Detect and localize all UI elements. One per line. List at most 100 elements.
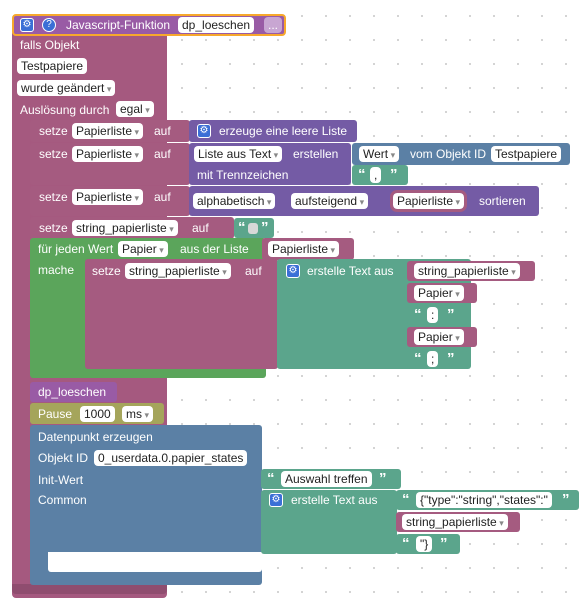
create-empty-list-label: erzeuge eine leere Liste — [219, 124, 348, 138]
loop-variable-dropdown[interactable]: Papier — [118, 241, 168, 257]
procedure-name: dp_loeschen — [38, 385, 107, 399]
set-label: setze — [92, 264, 121, 278]
create-datapoint-title: Datenpunkt erzeugen — [38, 430, 153, 444]
text-item-string-var[interactable]: string_papierliste — [407, 261, 535, 281]
common-text-item-close[interactable]: “ "} ” — [396, 534, 460, 554]
init-value-field[interactable]: Auswahl treffen — [281, 471, 372, 487]
text-item-colon[interactable]: “ : ” — [407, 305, 467, 325]
quote-close-icon: ” — [440, 535, 448, 552]
loop-list-dropdown[interactable]: Papierliste — [268, 241, 340, 257]
create-empty-list-block[interactable]: ⚙ erzeuge eine leere Liste — [189, 120, 357, 142]
create-datapoint-gap — [48, 552, 262, 572]
trigger-event-dropdown[interactable]: wurde geändert — [17, 80, 116, 96]
empty-text-field[interactable] — [248, 223, 258, 234]
set-label: setze — [39, 190, 68, 204]
quote-open-icon: “ — [402, 491, 410, 508]
sort-order-dropdown[interactable]: aufsteigend — [291, 193, 369, 209]
auf-label: auf — [154, 147, 171, 161]
set-variable-dropdown[interactable]: string_papierliste — [125, 263, 231, 279]
event-block-bottom — [12, 584, 167, 594]
variable-dropdown[interactable]: Papier — [414, 285, 464, 301]
pause-label: Pause — [38, 407, 73, 421]
auf-label: auf — [245, 264, 262, 278]
set-block-1[interactable]: setze Papierliste auf — [30, 120, 190, 142]
set-label: setze — [39, 124, 68, 138]
loop-list-variable-block[interactable]: Papierliste — [262, 238, 354, 260]
create-text-label: erstelle Text aus — [291, 493, 378, 507]
set-variable-dropdown[interactable]: string_papierliste — [72, 220, 178, 236]
auf-label: auf — [154, 124, 171, 138]
value-attr-dropdown[interactable]: Wert — [359, 146, 400, 162]
object-id-field[interactable]: Testpapiere — [491, 146, 562, 162]
pause-block[interactable]: Pause 1000 ms — [30, 403, 164, 424]
create-text-label: erstelle Text aus — [307, 264, 394, 278]
empty-text-block[interactable]: “ ” — [234, 218, 274, 238]
quote-open-icon: “ — [267, 470, 275, 487]
trigger-object-field[interactable]: Testpapiere — [17, 58, 88, 74]
init-value-text-block[interactable]: “ Auswahl treffen ” — [261, 469, 401, 489]
variable-dropdown[interactable]: Papier — [414, 329, 464, 345]
common-text-item-var[interactable]: string_papierliste — [396, 512, 520, 532]
separator-field[interactable]: , — [370, 167, 382, 183]
text-item-papier-2[interactable]: Papier — [407, 327, 477, 347]
do-label: mache — [38, 263, 75, 277]
set-label: setze — [39, 147, 68, 161]
set-block-4[interactable]: setze string_papierliste auf — [30, 217, 234, 239]
from-list-label: aus der Liste — [180, 242, 249, 256]
function-header[interactable]: ⚙ ? Javascript-Funktion dp_loeschen ... — [12, 14, 286, 36]
object-id-field[interactable]: 0_userdata.0.papier_states — [94, 450, 248, 466]
inner-set-block[interactable]: setze string_papierliste auf — [85, 259, 278, 369]
erstellen-label: erstellen — [293, 147, 339, 161]
set-variable-dropdown[interactable]: Papierliste — [72, 123, 144, 139]
set-variable-dropdown[interactable]: Papierliste — [72, 146, 144, 162]
auf-label: auf — [192, 221, 209, 235]
object-id-label: vom Objekt ID — [410, 147, 487, 161]
separator-text-block[interactable]: “ , ” — [352, 165, 408, 185]
list-from-text-block[interactable]: Liste aus Text erstellen mit Trennzeiche… — [189, 143, 351, 185]
text-item-papier-1[interactable]: Papier — [407, 283, 477, 303]
sort-list-variable[interactable]: Papierliste — [389, 190, 468, 212]
get-value-block[interactable]: Wert vom Objekt ID Testpapiere — [352, 143, 570, 165]
list-mode-dropdown[interactable]: Liste aus Text — [194, 146, 283, 162]
sort-block[interactable]: alphabetisch aufsteigend Papierliste sor… — [189, 186, 539, 216]
separator-label: mit Trennzeichen — [197, 168, 289, 182]
quote-open-icon: “ — [402, 535, 410, 552]
quote-close-icon: ” — [379, 470, 387, 487]
pause-unit-dropdown[interactable]: ms — [122, 406, 154, 422]
quote-close-icon: ” — [447, 350, 455, 367]
quote-open-icon: “ — [238, 219, 246, 236]
text-field[interactable]: : — [427, 307, 439, 323]
variable-dropdown[interactable]: string_papierliste — [414, 263, 520, 279]
text-item-semicolon[interactable]: “ ; ” — [407, 349, 467, 369]
text-field[interactable]: {"type":"string","states":" — [416, 492, 552, 508]
common-text-item-json[interactable]: “ {"type":"string","states":" ” — [396, 490, 579, 510]
quote-open-icon: “ — [358, 166, 366, 183]
init-value-label: Init-Wert — [38, 473, 84, 487]
set-label: setze — [39, 221, 68, 235]
quote-close-icon: ” — [390, 166, 398, 183]
gear-icon[interactable]: ⚙ — [197, 124, 211, 138]
set-block-3[interactable]: setze Papierliste auf — [30, 186, 190, 216]
text-field[interactable]: ; — [427, 351, 439, 367]
quote-close-icon: ” — [562, 491, 570, 508]
auslosung-dropdown[interactable]: egal — [116, 101, 154, 117]
pause-value-field[interactable]: 1000 — [80, 406, 115, 422]
gear-icon[interactable]: ⚙ — [20, 18, 34, 32]
sort-type-dropdown[interactable]: alphabetisch — [193, 193, 276, 209]
common-create-text-block[interactable]: ⚙ erstelle Text aus — [261, 490, 397, 554]
call-procedure-block[interactable]: dp_loeschen — [30, 382, 117, 402]
for-each-label: für jeden Wert — [38, 242, 114, 256]
set-variable-dropdown[interactable]: Papierliste — [72, 189, 144, 205]
gear-icon[interactable]: ⚙ — [269, 493, 283, 507]
text-field[interactable]: "} — [416, 536, 433, 552]
quote-open-icon: “ — [414, 306, 422, 323]
function-name-field[interactable]: dp_loeschen — [178, 17, 255, 33]
set-block-2[interactable]: setze Papierliste auf — [30, 143, 190, 185]
more-button[interactable]: ... — [264, 17, 283, 33]
gear-icon[interactable]: ⚙ — [286, 264, 300, 278]
variable-dropdown[interactable]: string_papierliste — [402, 514, 508, 530]
function-title: Javascript-Funktion — [66, 18, 171, 32]
trigger-label: falls Objekt — [20, 38, 80, 52]
auf-label: auf — [154, 190, 171, 204]
help-icon[interactable]: ? — [42, 18, 56, 32]
